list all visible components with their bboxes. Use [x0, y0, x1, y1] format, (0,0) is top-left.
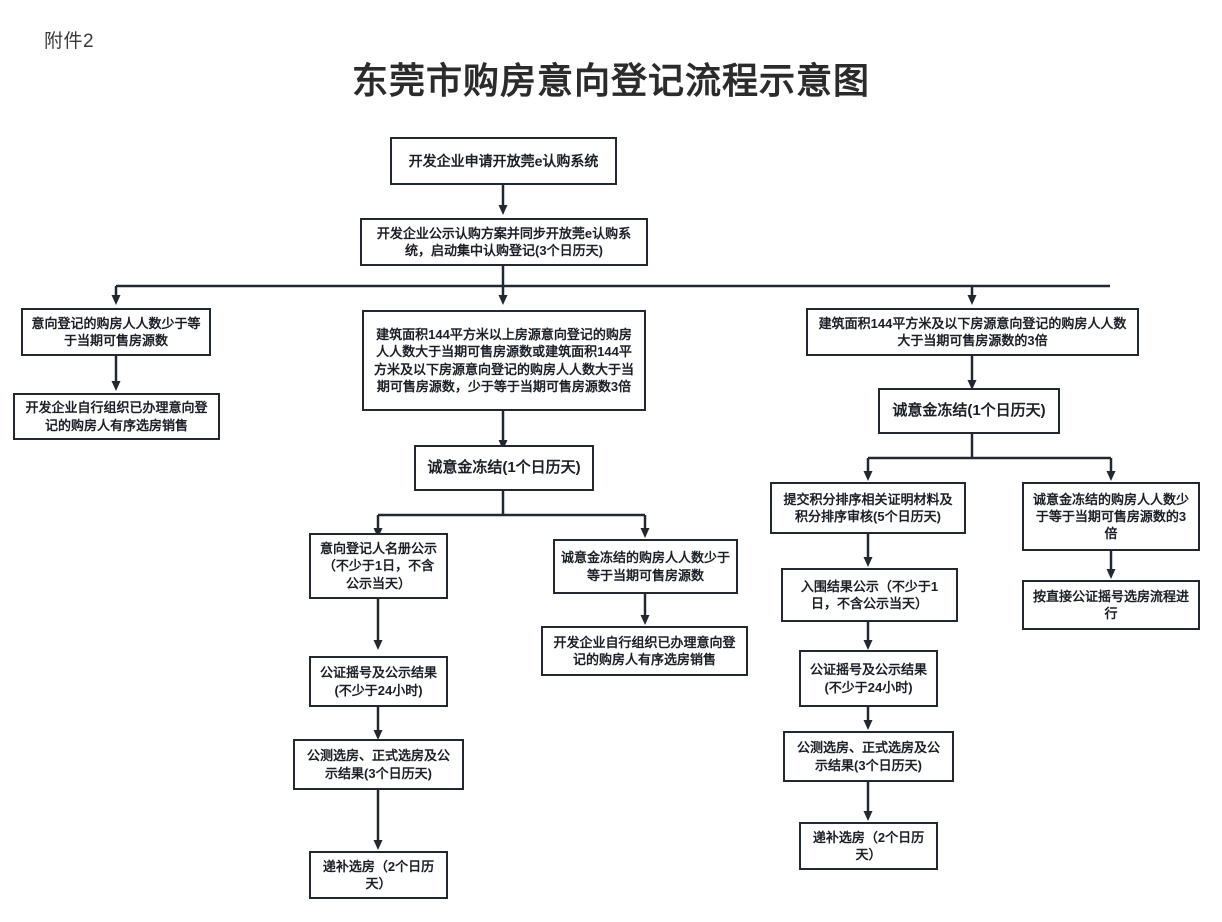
- node-right-left-house-selection[interactable]: 公测选房、正式选房及公示结果(3个日历天): [783, 731, 954, 782]
- node-middle-left-notary-lottery[interactable]: 公证摇号及公示结果(不少于24小时): [309, 656, 448, 707]
- node-right-freeze[interactable]: 诚意金冻结(1个日历天): [878, 388, 1060, 434]
- node-right-right-condition[interactable]: 诚意金冻结的购房人人数少于等于当期可售房源数的3倍: [1022, 482, 1200, 551]
- node-middle-right-result[interactable]: 开发企业自行组织已办理意向登记的购房人有序选房销售: [541, 626, 748, 676]
- node-middle-condition[interactable]: 建筑面积144平方米以上房源意向登记的购房人人数大于当期可售房源数或建筑面积14…: [362, 310, 646, 411]
- node-left-result[interactable]: 开发企业自行组织已办理意向登记的购房人有序选房销售: [13, 393, 220, 440]
- node-middle-right-condition[interactable]: 诚意金冻结的购房人人数少于等于当期可售房源数: [553, 539, 738, 594]
- node-right-condition[interactable]: 建筑面积144平方米及以下房源意向登记的购房人人数大于当期可售房源数的3倍: [806, 308, 1139, 356]
- node-right-left-shortlist-publicity[interactable]: 入围结果公示（不少于1日，不含公示当天）: [781, 568, 958, 622]
- node-middle-left-roster-publicity[interactable]: 意向登记人名册公示（不少于1日，不含公示当天）: [309, 533, 448, 599]
- node-publicize-plan[interactable]: 开发企业公示认购方案并同步开放莞e认购系统，启动集中认购登记(3个日历天): [360, 218, 648, 266]
- node-left-condition[interactable]: 意向登记的购房人人数少于等于当期可售房源数: [21, 308, 211, 356]
- node-middle-left-house-selection[interactable]: 公测选房、正式选房及公示结果(3个日历天): [293, 739, 464, 790]
- node-apply-system[interactable]: 开发企业申请开放莞e认购系统: [390, 137, 617, 185]
- node-middle-left-supplementary-selection[interactable]: 递补选房（2个日历天）: [309, 851, 448, 899]
- node-right-left-notary-lottery[interactable]: 公证摇号及公示结果(不少于24小时): [799, 650, 938, 707]
- node-right-left-score-ranking[interactable]: 提交积分排序相关证明材料及积分排序审核(5个日历天): [770, 482, 966, 534]
- node-right-right-result[interactable]: 按直接公证摇号选房流程进行: [1022, 580, 1200, 630]
- page-title: 东莞市购房意向登记流程示意图: [351, 60, 870, 101]
- attachment-label: 附件2: [44, 31, 95, 52]
- node-middle-freeze[interactable]: 诚意金冻结(1个日历天): [414, 445, 594, 491]
- node-right-left-supplementary-selection[interactable]: 递补选房（2个日历天）: [799, 822, 938, 870]
